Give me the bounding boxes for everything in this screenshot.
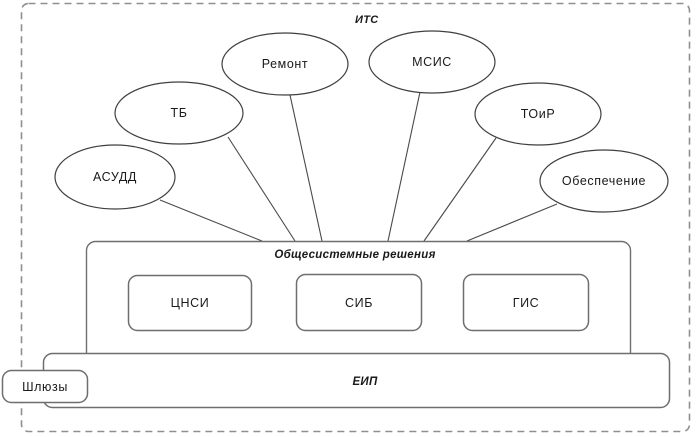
- connector-lines: [159, 91, 558, 242]
- module-box-sib[interactable]: [295, 273, 423, 332]
- connector-msis: [387, 91, 421, 242]
- platform-box-eip[interactable]: [42, 352, 671, 409]
- module-box-cnsi[interactable]: [127, 274, 253, 332]
- ellipse-remont[interactable]: [221, 32, 349, 96]
- module-box-gis[interactable]: [462, 273, 590, 332]
- ellipse-asudd[interactable]: [54, 144, 176, 210]
- ellipse-obespechenie[interactable]: [539, 149, 669, 213]
- connector-tb: [227, 136, 296, 242]
- its-outer-boundary: [20, 2, 691, 433]
- domain-ellipses: [54, 30, 669, 213]
- connector-toir: [423, 137, 497, 242]
- gateway-box-shlyuzy[interactable]: [1, 369, 89, 404]
- connector-obespechenie: [466, 203, 558, 242]
- ellipse-msis[interactable]: [368, 30, 496, 94]
- ellipse-tb[interactable]: [114, 81, 244, 145]
- ellipse-toir[interactable]: [474, 82, 602, 146]
- connector-remont: [289, 94, 323, 242]
- connector-asudd: [159, 199, 263, 242]
